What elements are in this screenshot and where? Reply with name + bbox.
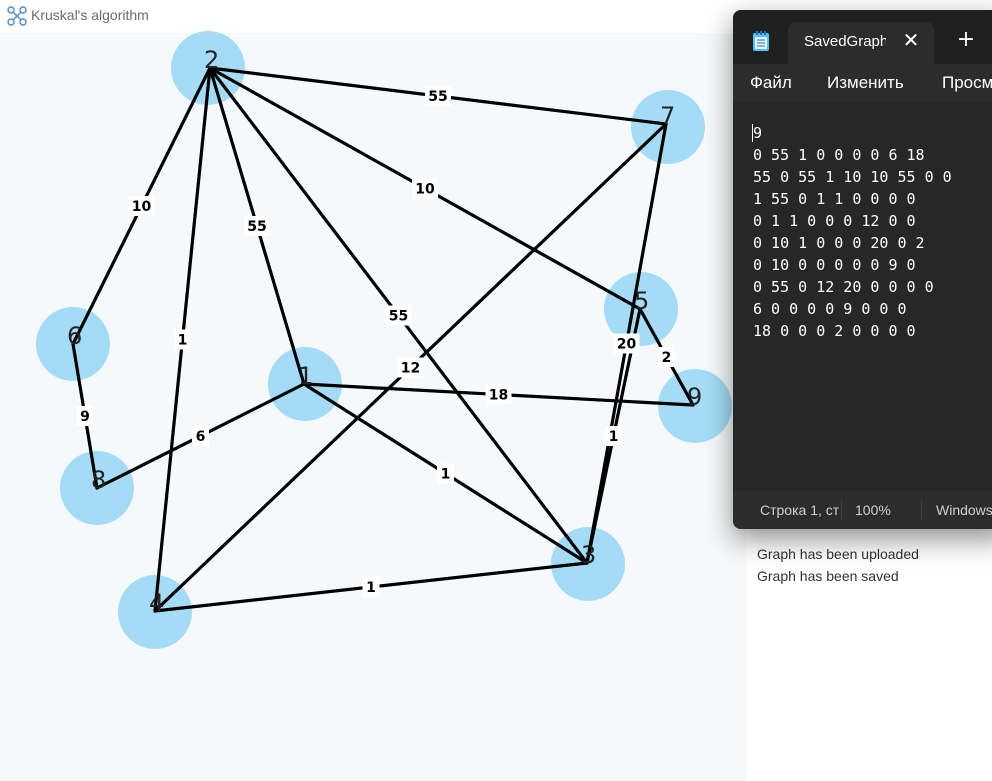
new-tab-icon[interactable]: +	[956, 27, 976, 52]
notepad-window[interactable]: SavedGraph ✕ + Файл Изменить Просмотр 9 …	[733, 10, 992, 529]
node-label-5: 5	[634, 287, 649, 315]
status-line-ending: Windows	[936, 502, 992, 518]
notepad-menubar: Файл Изменить Просмотр	[733, 64, 992, 102]
edge-weight-bg	[76, 406, 94, 426]
menu-view[interactable]: Просмотр	[942, 73, 992, 92]
edge-weight-label: 1	[178, 333, 188, 349]
node-label-9: 9	[687, 383, 702, 411]
edge-weight-label: 10	[415, 182, 435, 198]
notepad-tab-bar: SavedGraph ✕ +	[733, 10, 992, 64]
edge-weight-bg	[613, 333, 640, 354]
edge-weight-bg	[605, 426, 622, 446]
edge-weight-label: 18	[489, 388, 508, 404]
edge-weight-bg	[362, 577, 380, 597]
edge-weight-bg	[425, 86, 451, 106]
edge-weight-bg	[244, 216, 270, 236]
log-line-uploaded: Graph has been uploaded	[757, 546, 919, 562]
edge-weight-bg	[437, 463, 454, 484]
text-caret	[752, 124, 753, 142]
node-label-4: 4	[149, 589, 164, 617]
status-divider	[921, 500, 922, 520]
edge-weight-label: 6	[196, 429, 206, 445]
graph-node-9[interactable]	[658, 369, 732, 443]
status-divider	[841, 500, 842, 520]
close-tab-icon[interactable]: ✕	[902, 28, 920, 52]
edge-weight-bg	[412, 178, 438, 199]
edge-weight-label: 12	[401, 361, 420, 377]
notepad-text[interactable]: 9 0 55 1 0 0 0 0 6 18 55 0 55 1 10 10 55…	[753, 124, 952, 340]
edge-weight-label: 10	[132, 199, 152, 215]
node-label-7: 7	[660, 102, 675, 130]
edge-weight-bg	[174, 329, 191, 350]
edge-weight-bg	[192, 426, 209, 446]
graph-node-2[interactable]	[171, 31, 245, 105]
node-label-2: 2	[204, 46, 219, 74]
edge-weight-bg	[658, 347, 675, 367]
edge-weight-label: 1	[609, 429, 619, 445]
edge-weight-bg	[397, 357, 424, 378]
node-label-1: 1	[298, 362, 313, 390]
edge-weight-label: 1	[441, 467, 451, 483]
edge-weight-bg	[128, 196, 155, 216]
graph-nodes-icon	[7, 6, 27, 26]
edge-weight-label: 55	[247, 219, 266, 235]
menu-file[interactable]: Файл	[750, 73, 792, 92]
notepad-editor[interactable]: 9 0 55 1 0 0 0 0 6 18 55 0 55 1 10 10 55…	[733, 102, 992, 491]
node-label-3: 3	[581, 541, 596, 569]
edge-weight-label: 2	[662, 350, 672, 366]
edge-weight-label: 55	[389, 309, 408, 325]
notepad-statusbar: Строка 1, ст 100% Windows	[733, 491, 992, 529]
app-title: Kruskal's algorithm	[31, 7, 149, 23]
notepad-icon	[753, 31, 769, 51]
notepad-tab[interactable]: SavedGraph ✕	[788, 22, 934, 64]
edge-weight-label: 20	[617, 337, 637, 353]
status-position: Строка 1, ст	[760, 502, 840, 518]
node-label-8: 8	[91, 466, 106, 494]
graph-node-7[interactable]	[631, 90, 705, 164]
edge-weight-label: 1	[366, 580, 376, 596]
edge-weight-bg	[485, 384, 512, 405]
status-zoom: 100%	[855, 502, 891, 518]
notepad-tab-label: SavedGraph	[804, 33, 886, 50]
graph-canvas-area[interactable]	[0, 33, 747, 781]
node-label-6: 6	[67, 322, 82, 350]
menu-edit[interactable]: Изменить	[827, 73, 904, 92]
edge-weight-label: 9	[80, 409, 90, 425]
edge-weight-bg	[385, 305, 412, 326]
edge-weight-label: 55	[428, 89, 447, 105]
log-line-saved: Graph has been saved	[757, 568, 899, 584]
